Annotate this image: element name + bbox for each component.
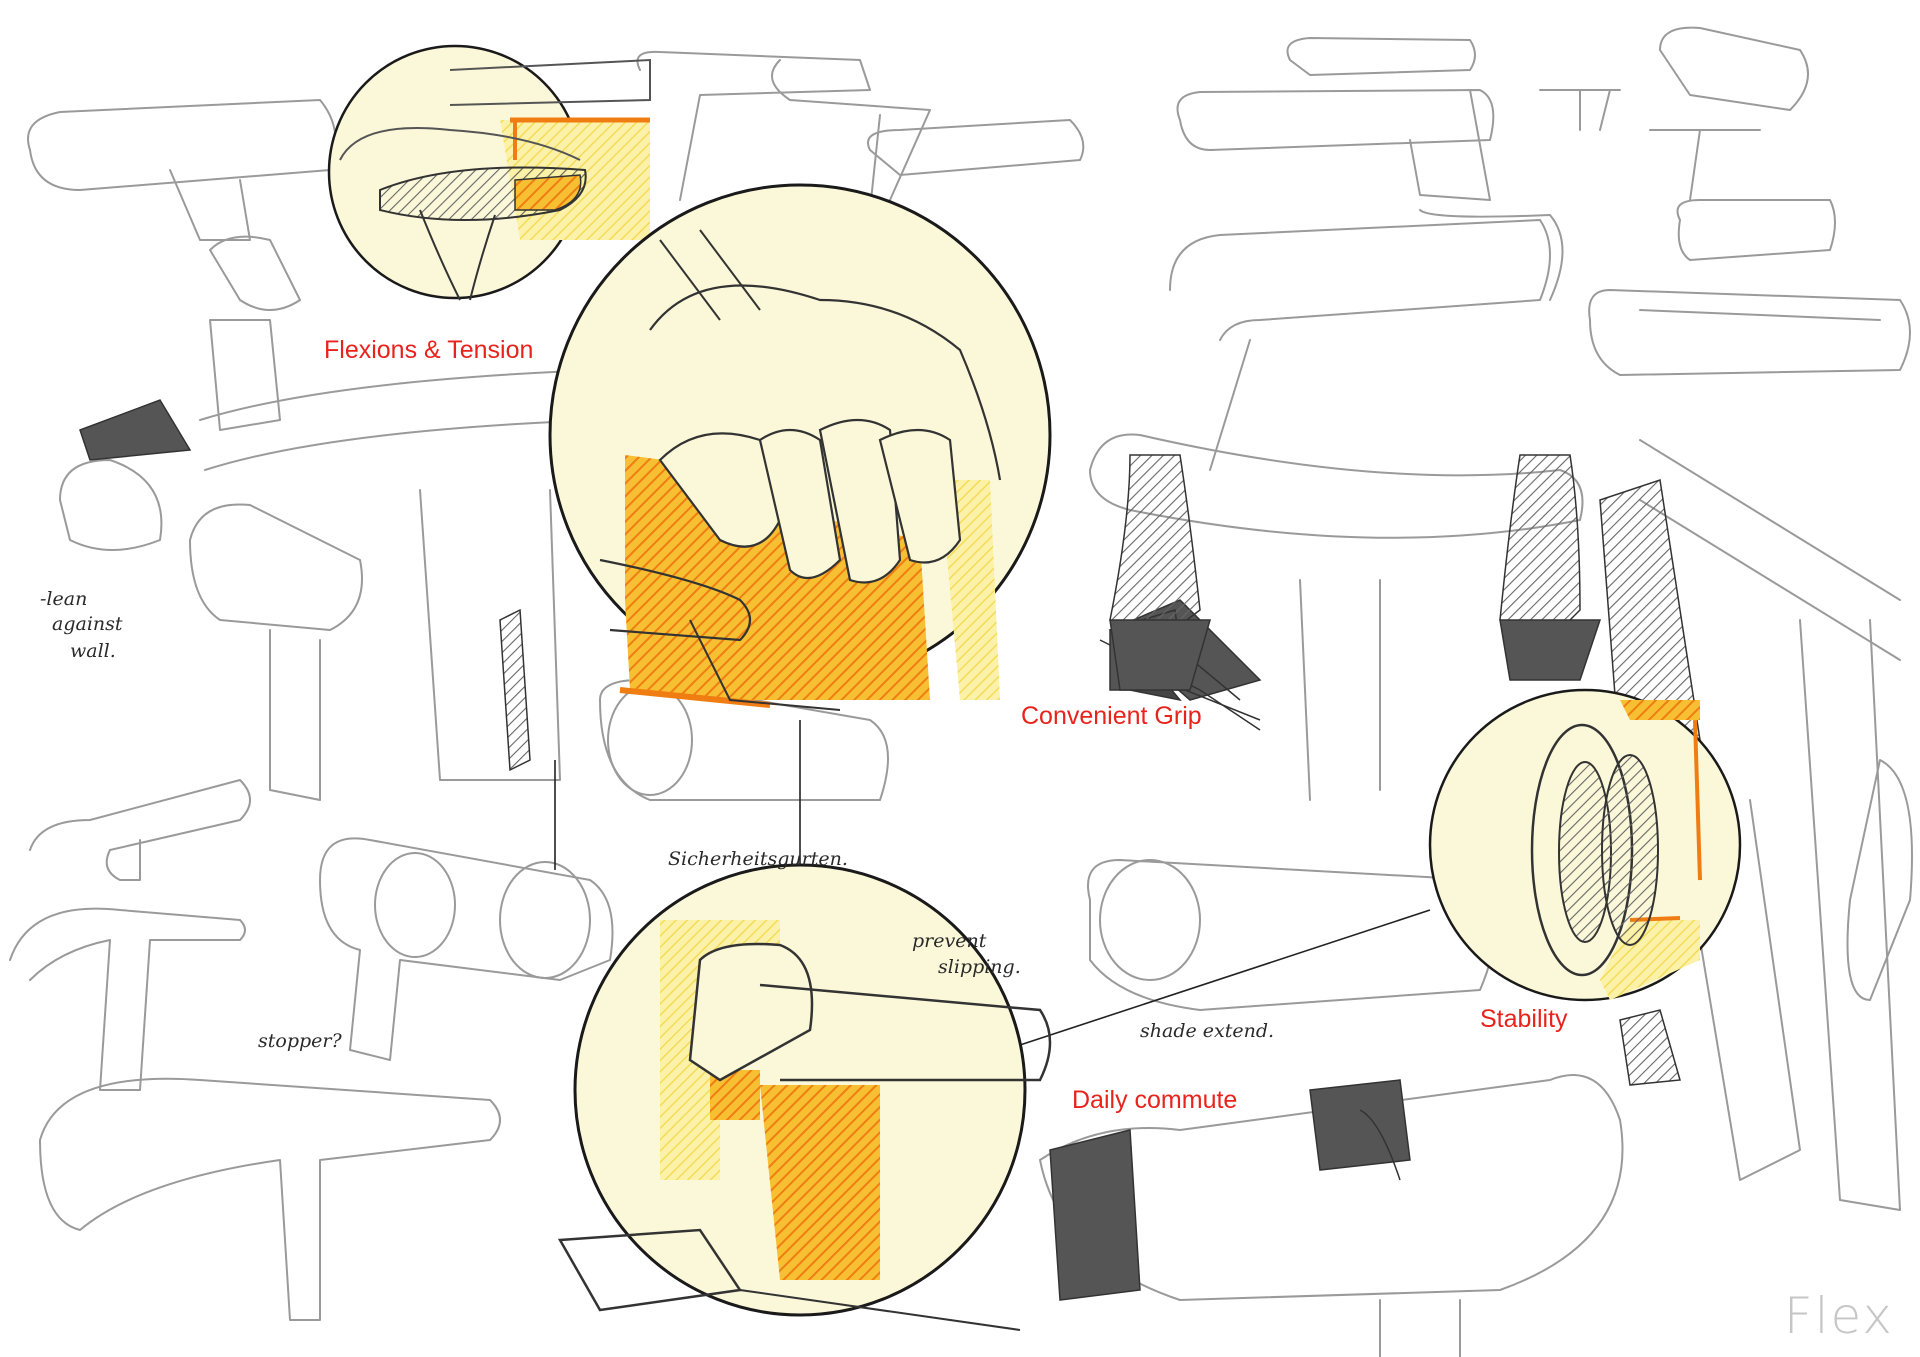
callout-convenient-grip: Convenient Grip xyxy=(1021,702,1202,730)
grey-marker-accents xyxy=(79,399,1701,1301)
note-extend: shade extend. xyxy=(1140,1020,1275,1042)
detail-circle-flexions xyxy=(327,44,651,301)
note-lean-line1: -lean xyxy=(40,588,88,610)
detail-circle-grip xyxy=(548,183,1052,711)
note-lean-line3: wall. xyxy=(70,640,116,662)
detail-circle-stability xyxy=(1428,688,1742,1002)
note-prevent-line1: prevent xyxy=(912,930,987,952)
callout-stability: Stability xyxy=(1480,1005,1568,1033)
note-material: Sicherheitsgurten. xyxy=(668,848,848,870)
note-lean-line2: against xyxy=(52,613,123,635)
callout-flexions-tension: Flexions & Tension xyxy=(324,336,534,364)
detail-circle-commute xyxy=(557,863,1052,1331)
note-prevent-line2: slipping. xyxy=(938,956,1021,978)
note-stopper: stopper? xyxy=(258,1030,342,1052)
brand-wordmark: Flex xyxy=(1783,1287,1894,1345)
callout-daily-commute: Daily commute xyxy=(1072,1086,1238,1114)
